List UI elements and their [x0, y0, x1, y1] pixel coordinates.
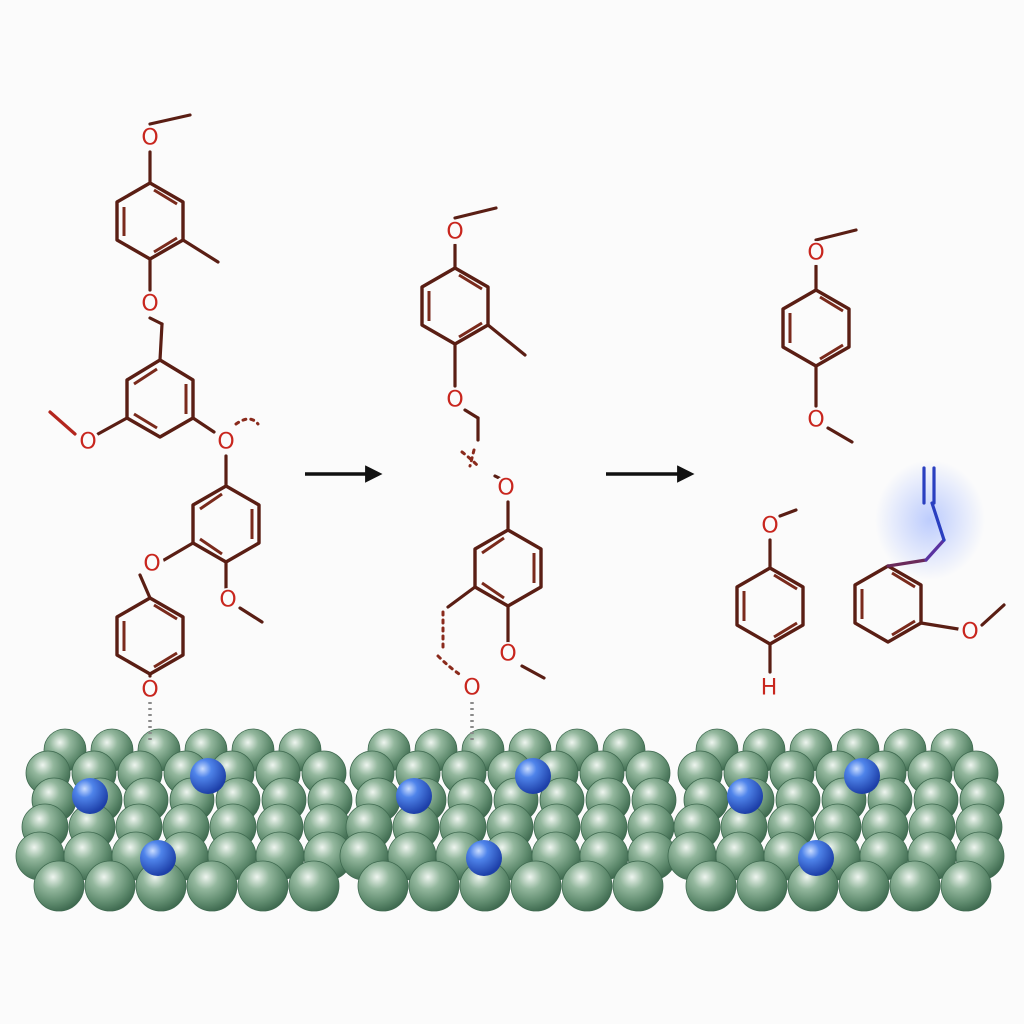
active-site-atom	[140, 840, 176, 876]
catalyst-surfaces	[15, 728, 1005, 912]
surface-atom	[685, 860, 737, 912]
oxygen-label: O	[807, 408, 824, 433]
oxygen-label: O	[141, 126, 158, 151]
hydrogen-label: H	[761, 676, 778, 701]
ring-b	[48, 358, 260, 439]
active-site-atom	[727, 778, 763, 814]
active-site-atom	[466, 840, 502, 876]
ring-f	[436, 528, 546, 742]
product-dimethoxybenzene: O O	[781, 228, 858, 444]
surface-atom	[510, 860, 562, 912]
surface-atom	[940, 860, 992, 912]
stage-3-products: O O O H	[735, 228, 1006, 701]
ring-e	[420, 206, 527, 532]
catalyst-surface-3	[667, 728, 1005, 912]
oxygen-label: O	[807, 241, 824, 266]
product-anisole: O H	[735, 508, 805, 701]
allyl-glow	[875, 460, 985, 580]
oxygen-label: O	[761, 514, 778, 539]
surface-atom	[612, 860, 664, 912]
surface-atom	[237, 860, 289, 912]
stage-1-oligomer: O O O O O O O	[48, 113, 264, 742]
surface-atom	[408, 860, 460, 912]
surface-atom	[186, 860, 238, 912]
active-site-atom	[515, 758, 551, 794]
oxygen-label: O	[143, 552, 160, 577]
ring-c	[138, 454, 264, 624]
oxygen-label: O	[497, 476, 514, 501]
oxygen-label: O	[463, 676, 480, 701]
surface-atom	[838, 860, 890, 912]
surface-atom	[357, 860, 409, 912]
ring-a	[115, 113, 220, 362]
surface-atom	[33, 860, 85, 912]
catalyst-surface-1	[15, 728, 353, 912]
oxygen-label: O	[499, 642, 516, 667]
oxygen-label: O	[446, 220, 463, 245]
active-site-atom	[190, 758, 226, 794]
surface-atom	[84, 860, 136, 912]
active-site-atom	[844, 758, 880, 794]
oxygen-label: O	[141, 678, 158, 703]
oxygen-label: O	[79, 430, 96, 455]
surface-atom	[561, 860, 613, 912]
oxygen-label: O	[446, 388, 463, 413]
surface-atom	[889, 860, 941, 912]
active-site-atom	[72, 778, 108, 814]
product-allyl-anisole: O	[853, 460, 1006, 645]
oxygen-label: O	[961, 620, 978, 645]
active-site-atom	[396, 778, 432, 814]
stage-2-fragment: O O O O O	[420, 206, 546, 742]
oxygen-label: O	[141, 292, 158, 317]
surface-atom	[288, 860, 340, 912]
surface-atom	[736, 860, 788, 912]
ring-d	[115, 596, 185, 742]
oxygen-label: O	[219, 588, 236, 613]
catalyst-surface-2	[339, 728, 677, 912]
active-site-atom	[798, 840, 834, 876]
oxygen-label: O	[217, 430, 234, 455]
